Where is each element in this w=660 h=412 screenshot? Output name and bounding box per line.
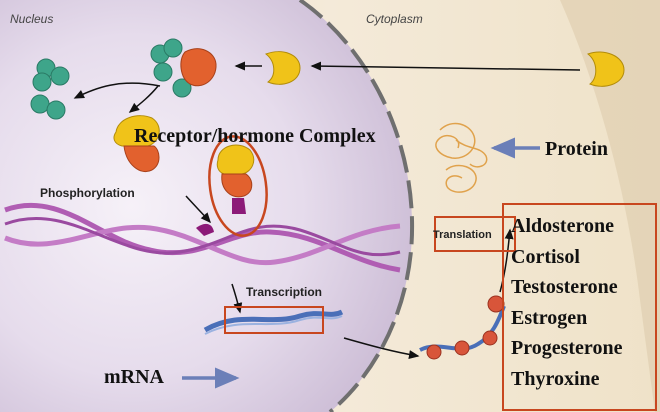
translation-highlight-box [434, 216, 516, 252]
phosphorylation-label: Phosphorylation [40, 186, 135, 200]
hormone-item: Aldosterone [511, 215, 614, 237]
hormone-list-box: Aldosterone Cortisol Testosterone Estrog… [502, 203, 657, 411]
hormone-item: Thyroxine [511, 367, 600, 390]
receptor-bound-dna [196, 144, 255, 236]
receptor-hormone-complex-left [113, 115, 160, 172]
ribosomes [426, 295, 505, 360]
arrow-protein-to-nucleus [310, 61, 581, 71]
transcription-label: Transcription [246, 285, 323, 299]
hormone-molecule [265, 51, 301, 85]
dna-helix [4, 202, 401, 273]
nucleus-label: Nucleus [10, 12, 54, 26]
arrow-mrna-export [343, 337, 420, 359]
cell-membrane [560, 0, 660, 412]
bound-receptor-highlight [208, 135, 268, 237]
hormone-item: Cortisol [511, 245, 580, 268]
hormone-item: Testosterone [511, 276, 618, 298]
arrow-to-complex [128, 85, 159, 113]
arrow-dissociation [73, 82, 161, 99]
folded-protein [435, 122, 488, 193]
mrna-strand-nucleus [203, 309, 344, 333]
nuclear-envelope [298, 0, 415, 412]
hormone-item: Estrogen [511, 306, 588, 329]
hormone-item: Progesterone [511, 337, 623, 359]
cytoplasm-label: Cytoplasm [366, 12, 423, 26]
chaperone-cluster-left [30, 58, 70, 120]
hormone-molecule-cytoplasm [587, 51, 625, 87]
receptor-chaperone-complex [150, 38, 217, 98]
arrow-translation [499, 228, 514, 293]
arrow-phosphorylation [185, 195, 211, 224]
mrna-label: mRNA [104, 366, 164, 388]
translation-label: Translation [433, 229, 492, 241]
nucleus-region [0, 0, 413, 412]
complex-label: Receptor/hormone Complex [134, 125, 376, 147]
transcription-highlight-box [224, 306, 324, 334]
protein-label: Protein [545, 138, 608, 160]
arrow-transcription [231, 283, 243, 314]
